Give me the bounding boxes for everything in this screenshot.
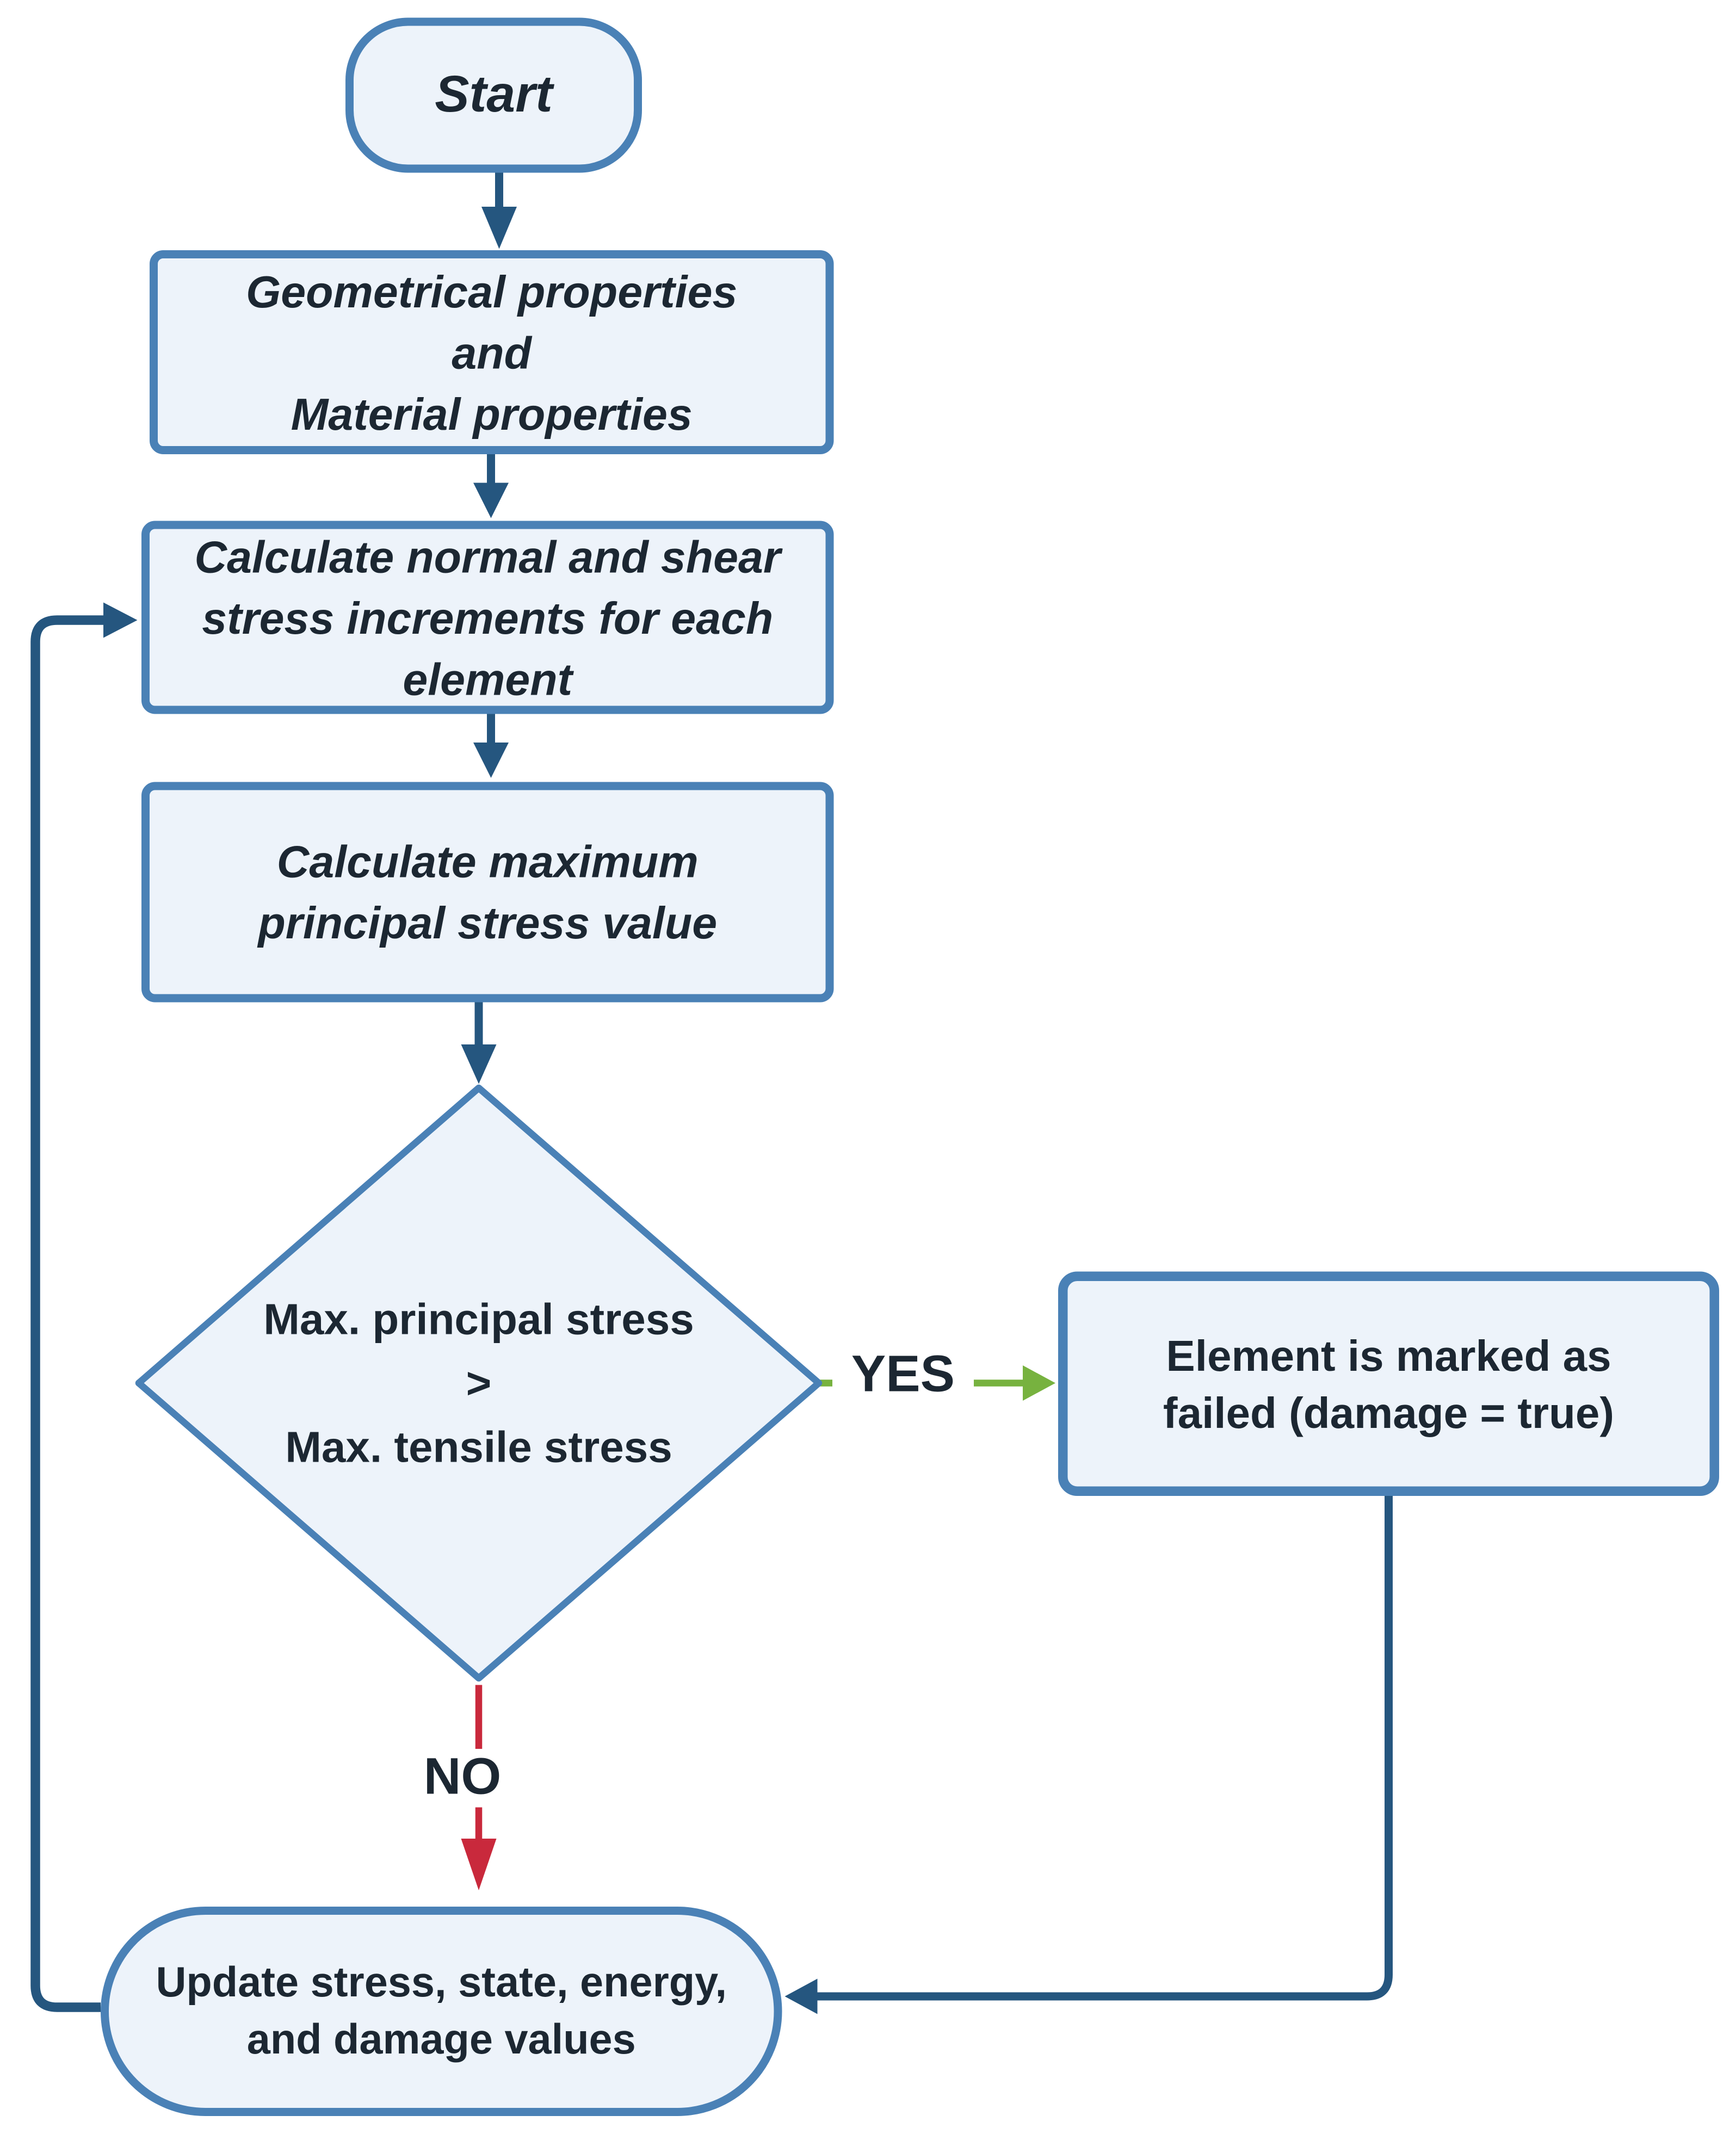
decision-line: Max. principal stress <box>263 1294 694 1343</box>
edge-failed-to-update-shaft <box>817 1496 1393 2001</box>
node-update-line: and damage values <box>246 2015 636 2063</box>
edge-inputs-to-calc-arrowhead-icon <box>473 483 509 518</box>
node-start-label: Start <box>435 66 553 123</box>
edge-loop-arrowhead-icon <box>103 602 138 638</box>
edge-calc-to-principal-arrowhead-icon <box>473 743 509 778</box>
edge-failed-to-update-arrowhead-icon <box>784 1978 818 2014</box>
edge-update-loop-to-calc-increments <box>30 602 138 2012</box>
node-failed-line: Element is marked as <box>1166 1331 1611 1380</box>
edge-no-arrowhead-icon <box>461 1839 497 1890</box>
node-start: Start <box>345 17 642 173</box>
node-calculate-stress-increments: Calculate normal and shear stress increm… <box>141 521 834 714</box>
node-decision-stress-comparison: Max. principal stress > Max. tensile str… <box>132 1081 826 1685</box>
node-inputs-line: and <box>452 327 532 378</box>
node-calc2-line: principal stress value <box>258 898 718 948</box>
edge-label-yes: YES <box>832 1346 974 1405</box>
node-calculate-max-principal-stress: Calculate maximum principal stress value <box>141 782 834 1003</box>
edge-calc-principal-to-decision <box>461 1002 497 1084</box>
node-element-marked-failed: Element is marked as failed (damage = tr… <box>1058 1271 1719 1496</box>
edge-principal-to-decision-arrowhead-icon <box>461 1044 497 1084</box>
decision-text: Max. principal stress > Max. tensile str… <box>132 1081 826 1685</box>
edge-calc-increments-to-calc-principal <box>473 714 509 778</box>
node-update-line: Update stress, state, energy, <box>156 1958 727 2006</box>
node-failed-line: failed (damage = true) <box>1163 1388 1615 1437</box>
edge-failed-to-update <box>784 1496 1393 2014</box>
decision-line: Max. tensile stress <box>285 1421 672 1471</box>
edge-label-no: NO <box>400 1749 525 1808</box>
edge-start-to-inputs-arrowhead-icon <box>481 207 517 249</box>
edge-yes-arrowhead-icon <box>1023 1365 1055 1401</box>
edge-inputs-to-calc-increments <box>473 454 509 518</box>
decision-diamond-polygon <box>135 1084 823 1682</box>
node-inputs-line: Material properties <box>291 388 693 439</box>
node-calc1-line: stress increments for each <box>202 592 774 643</box>
node-calc1-line: Calculate normal and shear <box>194 531 781 582</box>
node-geometrical-material-properties: Geometrical properties and Material prop… <box>150 250 834 454</box>
node-inputs-line: Geometrical properties <box>246 265 738 317</box>
node-calc2-line: Calculate maximum <box>276 836 699 887</box>
node-update-values: Update stress, state, energy, and damage… <box>101 1907 782 2116</box>
edge-loop-shaft <box>30 615 103 2012</box>
decision-diamond-shape <box>135 1084 823 1682</box>
node-calc1-line: element <box>403 653 573 704</box>
decision-line: > <box>466 1358 492 1407</box>
edge-start-to-inputs <box>481 172 517 249</box>
